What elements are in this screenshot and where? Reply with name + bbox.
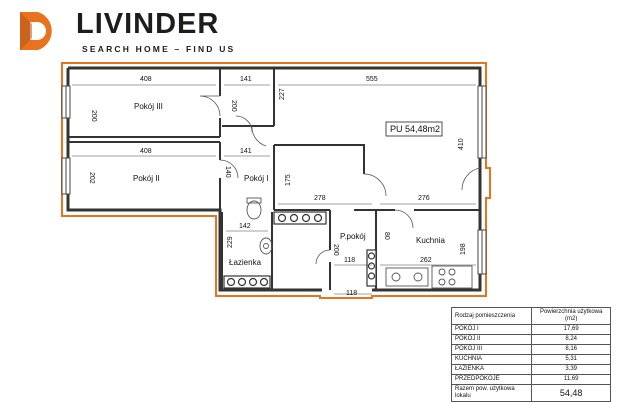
- windows: [61, 85, 487, 275]
- dim-80: 80: [383, 232, 390, 240]
- dim-200-ppokoj: 200: [332, 244, 339, 256]
- dim-229: 229: [227, 236, 234, 248]
- table-row: PRZEDPOKOJE 11,69: [450, 374, 611, 385]
- dim-202: 202: [88, 172, 95, 184]
- room-label-pokoj-1: Pokój I: [244, 174, 268, 183]
- usable-area-label: PU 54,48m2: [390, 124, 440, 134]
- dim-555: 555: [366, 76, 378, 83]
- dim-175: 175: [285, 174, 292, 186]
- row-name: POKÓJ II: [450, 334, 533, 345]
- table-row: KUCHNIA 5,31: [450, 354, 611, 365]
- ventilation-blocks: [223, 211, 377, 289]
- dim-408-top: 408: [140, 76, 152, 83]
- total-label: Razem pow. użytkowa lokalu: [450, 384, 533, 402]
- plan-outline: [61, 62, 491, 299]
- table-total-row: Razem pow. użytkowa lokalu 54,48: [450, 384, 611, 402]
- room-label-pokoj-2: Pokój II: [133, 174, 160, 183]
- row-name: POKÓJ I: [450, 324, 533, 335]
- dim-141-mid: 141: [240, 148, 252, 155]
- brand-logo: LIVINDER SEARCH HOME – FIND US: [18, 8, 233, 54]
- dim-408-mid: 408: [140, 148, 152, 155]
- table-row: POKÓJ I 17,69: [450, 324, 611, 335]
- dim-276: 276: [418, 195, 430, 202]
- room-label-ppokoj: P.pokój: [340, 232, 366, 241]
- brand-name: LIVINDER: [76, 8, 220, 40]
- row-area: 17,69: [531, 324, 611, 335]
- header-room-type: Rodzaj pomieszczenia: [450, 307, 533, 325]
- dim-278: 278: [314, 195, 326, 202]
- dim-142: 142: [239, 223, 251, 230]
- table-row: ŁAZIENKA 3,39: [450, 364, 611, 375]
- dim-140: 140: [224, 166, 231, 178]
- row-name: POKÓJ III: [450, 344, 533, 355]
- row-name: PRZEDPOKOJE: [450, 374, 533, 385]
- dim-141-top: 141: [240, 76, 252, 83]
- dim-227: 227: [279, 88, 286, 100]
- dim-262: 262: [420, 257, 432, 264]
- row-area: 8,16: [531, 344, 611, 355]
- header-usable-area: Powierzchnia użytkowa (m2): [531, 307, 611, 325]
- row-area: 5,31: [531, 354, 611, 365]
- door-swings: [199, 95, 481, 265]
- usable-area-box: [385, 121, 443, 137]
- dim-200-left: 200: [90, 110, 97, 122]
- row-area: 8,24: [531, 334, 611, 345]
- row-name: ŁAZIENKA: [450, 364, 533, 375]
- room-label-lazienka: Łazienka: [229, 258, 262, 267]
- row-name: KUCHNIA: [450, 354, 533, 365]
- dim-200-hall: 200: [230, 100, 237, 112]
- table-row: POKÓJ II 8,24: [450, 334, 611, 345]
- livinder-logo-icon: [20, 12, 52, 50]
- inner-walls: [68, 68, 480, 290]
- dim-118-upper: 118: [344, 257, 355, 264]
- room-label-kuchnia: Kuchnia: [416, 236, 445, 245]
- dim-198: 198: [460, 243, 467, 255]
- area-table: Rodzaj pomieszczenia Powierzchnia użytko…: [450, 307, 611, 402]
- row-area: 3,39: [531, 364, 611, 375]
- room-label-pokoj-3: Pokój III: [134, 102, 163, 111]
- dimension-lines: [72, 84, 476, 295]
- table-row: POKÓJ III 8,16: [450, 344, 611, 355]
- total-value: 54,48: [531, 384, 611, 402]
- dim-410: 410: [458, 138, 465, 150]
- dim-118-lower: 118: [346, 290, 357, 297]
- fixtures: [246, 197, 473, 289]
- brand-tagline: SEARCH HOME – FIND US: [82, 44, 236, 54]
- area-table-header: Rodzaj pomieszczenia Powierzchnia użytko…: [450, 307, 611, 325]
- row-area: 11,69: [531, 374, 611, 385]
